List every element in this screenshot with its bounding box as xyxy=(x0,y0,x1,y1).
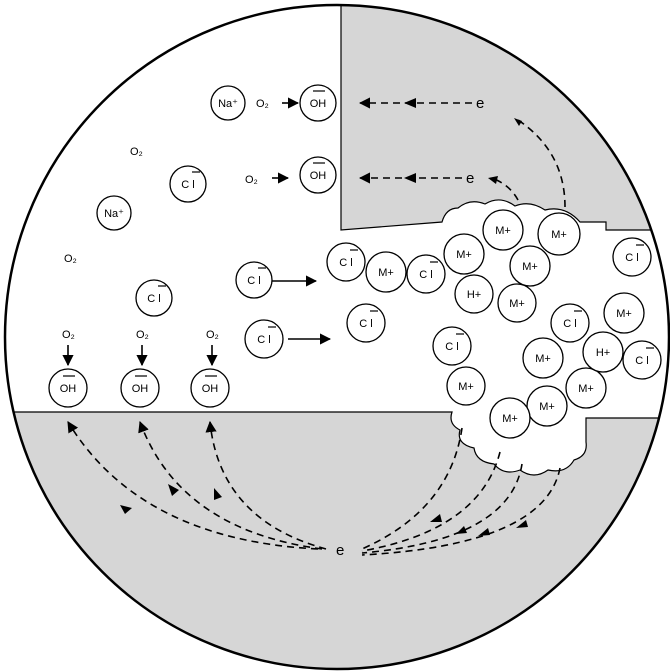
lower-arrow-heads xyxy=(120,484,528,536)
chloride-ion: C l xyxy=(406,254,446,294)
svg-text:C l: C l xyxy=(257,334,270,346)
svg-text:C l: C l xyxy=(247,275,260,287)
oxygen-labels: O₂ O₂ O₂ O₂ O₂ O₂ O₂ xyxy=(62,98,269,341)
svg-text:O₂: O₂ xyxy=(206,329,219,341)
svg-text:C l: C l xyxy=(339,257,352,269)
svg-text:M+: M+ xyxy=(616,308,632,320)
metal-ion: M+ xyxy=(537,212,581,256)
svg-text:OH: OH xyxy=(132,383,149,395)
hydrogen-ion: H+ xyxy=(454,274,494,314)
svg-text:M+: M+ xyxy=(502,413,518,425)
chloride-ion: C l xyxy=(169,165,207,203)
chloride-ion: C l xyxy=(244,319,284,359)
svg-text:M+: M+ xyxy=(539,401,555,413)
svg-text:M+: M+ xyxy=(509,298,525,310)
metal-ion: M+ xyxy=(509,245,551,287)
chloride-ion: C l xyxy=(550,303,590,343)
svg-text:O₂: O₂ xyxy=(64,253,77,265)
svg-text:M+: M+ xyxy=(522,261,538,273)
svg-text:OH: OH xyxy=(60,383,77,395)
metal-ion: M+ xyxy=(482,209,524,251)
svg-text:C l: C l xyxy=(625,252,638,264)
svg-text:C l: C l xyxy=(635,355,648,367)
chloride-ion: C l xyxy=(235,261,273,299)
svg-text:O₂: O₂ xyxy=(130,146,143,158)
upper-metal xyxy=(340,5,669,231)
chloride-ion: C l xyxy=(326,242,366,282)
metal-ion: M+ xyxy=(489,397,531,439)
hydrogen-ion: H+ xyxy=(582,331,624,373)
svg-text:H+: H+ xyxy=(596,347,610,359)
metal-ion: M+ xyxy=(526,385,568,427)
lower-electron-paths xyxy=(67,420,561,556)
svg-text:M+: M+ xyxy=(378,267,394,279)
electron-label: e xyxy=(476,95,484,112)
chloride-ion: C l xyxy=(432,326,472,366)
svg-text:M+: M+ xyxy=(456,249,472,261)
lower-metal xyxy=(5,411,669,669)
metal-ion: M+ xyxy=(446,366,486,406)
upper-arrow-heads xyxy=(404,98,522,184)
svg-text:OH: OH xyxy=(310,98,327,110)
electron-label: e xyxy=(466,170,474,187)
svg-text:M+: M+ xyxy=(458,381,474,393)
svg-text:Na⁺: Na⁺ xyxy=(104,208,124,220)
sodium-ion: Na⁺ xyxy=(96,195,132,231)
svg-text:C l: C l xyxy=(419,269,432,281)
hydroxide-ion: OH xyxy=(120,368,160,408)
svg-text:C l: C l xyxy=(181,179,194,191)
svg-text:H+: H+ xyxy=(467,289,481,301)
svg-text:OH: OH xyxy=(202,383,219,395)
svg-text:M+: M+ xyxy=(535,353,551,365)
chloride-ion: C l xyxy=(346,303,386,343)
hydroxide-ion: OH xyxy=(190,368,230,408)
svg-text:C l: C l xyxy=(147,293,160,305)
reaction-arrows xyxy=(62,97,332,367)
metal-ion: M+ xyxy=(565,367,607,409)
svg-text:M+: M+ xyxy=(578,383,594,395)
svg-text:C l: C l xyxy=(359,318,372,330)
metal-ion: M+ xyxy=(497,283,537,323)
chloride-ion: C l xyxy=(622,340,662,380)
svg-text:Na⁺: Na⁺ xyxy=(218,98,238,110)
hydroxide-ion: OH xyxy=(299,156,337,194)
svg-text:M+: M+ xyxy=(551,229,567,241)
svg-text:O₂: O₂ xyxy=(136,329,149,341)
metal-ion: M+ xyxy=(443,233,485,275)
magnified-view-border xyxy=(3,3,670,671)
chloride-ion: C l xyxy=(135,279,173,317)
svg-text:OH: OH xyxy=(310,170,327,182)
svg-text:O₂: O₂ xyxy=(62,329,75,341)
svg-text:C l: C l xyxy=(445,341,458,353)
electron-label: e xyxy=(336,542,344,559)
metal-ion: M+ xyxy=(603,292,645,334)
sodium-ion: Na⁺ xyxy=(210,85,246,121)
svg-text:O₂: O₂ xyxy=(256,98,269,110)
svg-text:C l: C l xyxy=(563,318,576,330)
chloride-ion: C l xyxy=(612,237,652,277)
svg-text:O₂: O₂ xyxy=(245,174,258,186)
hydroxide-ion: OH xyxy=(48,368,88,408)
metal-ion: M+ xyxy=(365,251,407,293)
svg-text:M+: M+ xyxy=(495,225,511,237)
metal-ion: M+ xyxy=(522,337,564,379)
hydroxide-ion: OH xyxy=(299,84,337,122)
